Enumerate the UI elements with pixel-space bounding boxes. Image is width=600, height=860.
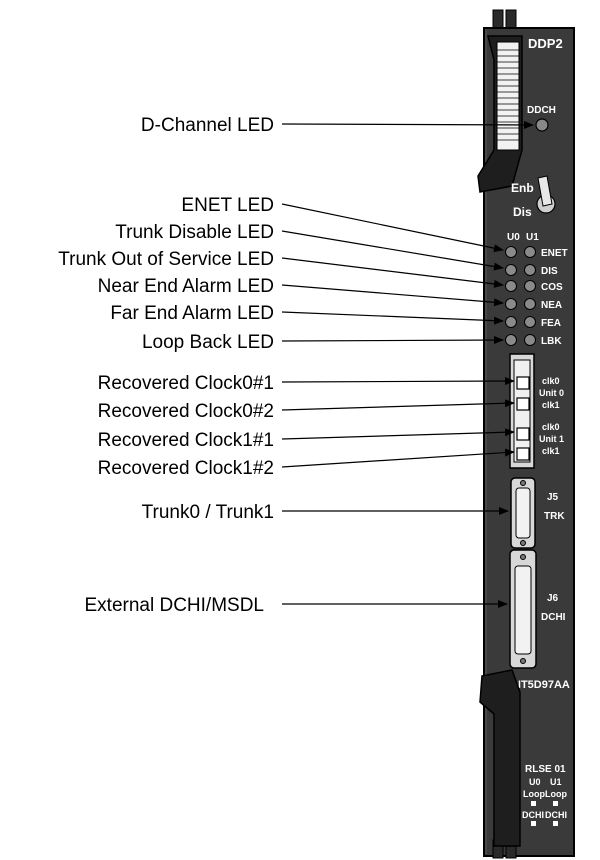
clk-top-label-2: clk1: [542, 400, 560, 410]
led-label-cos: COS: [541, 282, 563, 293]
led-column-u0: U0: [507, 232, 520, 243]
ddch-led: [535, 118, 549, 132]
bottom-u0-label: U0: [529, 777, 541, 787]
led-u0-lbk: [505, 334, 517, 346]
part-number: NT5D97AA: [513, 679, 570, 691]
leader-clock0-2: [281, 399, 515, 411]
switch-dis-label: Dis: [513, 205, 532, 219]
led-column-u1: U1: [526, 232, 539, 243]
clock0-port2[interactable]: [516, 397, 530, 411]
leader-trunk-disable: [281, 230, 504, 271]
callout-rec-clock1-1: Recovered Clock1#1: [98, 430, 274, 451]
leader-loop-back: [281, 336, 504, 345]
dchi-label: DCHI: [541, 612, 566, 623]
led-u0-cos: [505, 280, 517, 292]
clk-bot-label-1: clk0: [542, 422, 560, 432]
led-u0-enet: [505, 246, 517, 258]
leader-near-end: [281, 284, 504, 307]
loop1-label: Loop: [545, 789, 567, 799]
callout-trunk-disable-led: Trunk Disable LED: [115, 222, 274, 243]
led-u1-cos: [524, 280, 536, 292]
switch-enb-label: Enb: [511, 181, 534, 195]
led-u1-nea: [524, 298, 536, 310]
bottom-ejector-latch[interactable]: [479, 669, 521, 847]
led-u0-fea: [505, 316, 517, 328]
callout-external-dchi-msdl: External DCHI/MSDL: [85, 595, 265, 616]
callout-far-end-alarm-led: Far End Alarm LED: [110, 303, 274, 324]
led-u1-dis: [524, 264, 536, 276]
led-u0-nea: [505, 298, 517, 310]
j6-label: J6: [547, 593, 559, 604]
led-label-fea: FEA: [541, 318, 561, 329]
dchi0-indicator: [531, 821, 536, 826]
clk-unit1-label: Unit 1: [539, 434, 564, 444]
ddch-label: DDCH: [527, 105, 556, 116]
led-u1-fea: [524, 316, 536, 328]
callout-near-end-alarm-led: Near End Alarm LED: [98, 276, 274, 297]
card-name: DDP2: [528, 36, 563, 51]
led-u1-lbk: [524, 334, 536, 346]
callout-enet-led: ENET LED: [181, 195, 274, 216]
leader-clock1-2: [281, 448, 515, 468]
led-label-nea: NEA: [541, 300, 562, 311]
led-label-lbk: LBK: [541, 336, 562, 347]
recovered-clock-connector[interactable]: [509, 353, 535, 469]
callout-d-channel-led: D-Channel LED: [141, 115, 274, 136]
dchi0-label: DCHI: [522, 810, 544, 820]
led-grid: [505, 246, 536, 346]
j5-trunk-connector[interactable]: [510, 477, 536, 549]
callout-rec-clock0-1: Recovered Clock0#1: [98, 373, 274, 394]
clock0-port1[interactable]: [516, 376, 530, 390]
leader-clock1-1: [281, 428, 515, 440]
bottom-u1-label: U1: [550, 777, 562, 787]
release-label: RLSE 01: [525, 764, 566, 775]
callout-loop-back-led: Loop Back LED: [142, 332, 274, 353]
clock1-port1[interactable]: [516, 427, 530, 441]
clock1-port2[interactable]: [516, 447, 530, 461]
clk-bot-label-2: clk1: [542, 446, 560, 456]
led-u1-enet: [524, 246, 536, 258]
dchi1-indicator: [553, 821, 558, 826]
leader-clock0-1: [281, 377, 515, 386]
leader-enet: [281, 203, 504, 253]
clk-top-label-1: clk0: [542, 376, 560, 386]
leader-d-channel: [281, 120, 534, 129]
loop0-indicator: [531, 801, 536, 806]
leader-trunk-oos: [281, 257, 504, 288]
callout-rec-clock0-2: Recovered Clock0#2: [98, 401, 274, 422]
clk-unit0-label: Unit 0: [539, 388, 564, 398]
led-u0-dis: [505, 264, 517, 276]
enable-disable-toggle[interactable]: [536, 175, 556, 214]
callout-rec-clock1-2: Recovered Clock1#2: [98, 458, 274, 479]
led-label-enet: ENET: [541, 248, 568, 259]
trk-label: TRK: [544, 511, 565, 522]
leader-lines: [281, 120, 534, 608]
loop0-label: Loop: [523, 789, 545, 799]
callout-trunk-oos-led: Trunk Out of Service LED: [58, 249, 274, 270]
callout-trunk0-trunk1: Trunk0 / Trunk1: [142, 502, 274, 523]
led-label-dis: DIS: [541, 266, 558, 277]
j5-label: J5: [547, 492, 559, 503]
leader-far-end: [281, 311, 504, 325]
j6-dchi-connector[interactable]: [509, 549, 537, 669]
dchi1-label: DCHI: [545, 810, 567, 820]
loop1-indicator: [553, 801, 558, 806]
top-ejector-latch[interactable]: [477, 35, 523, 193]
